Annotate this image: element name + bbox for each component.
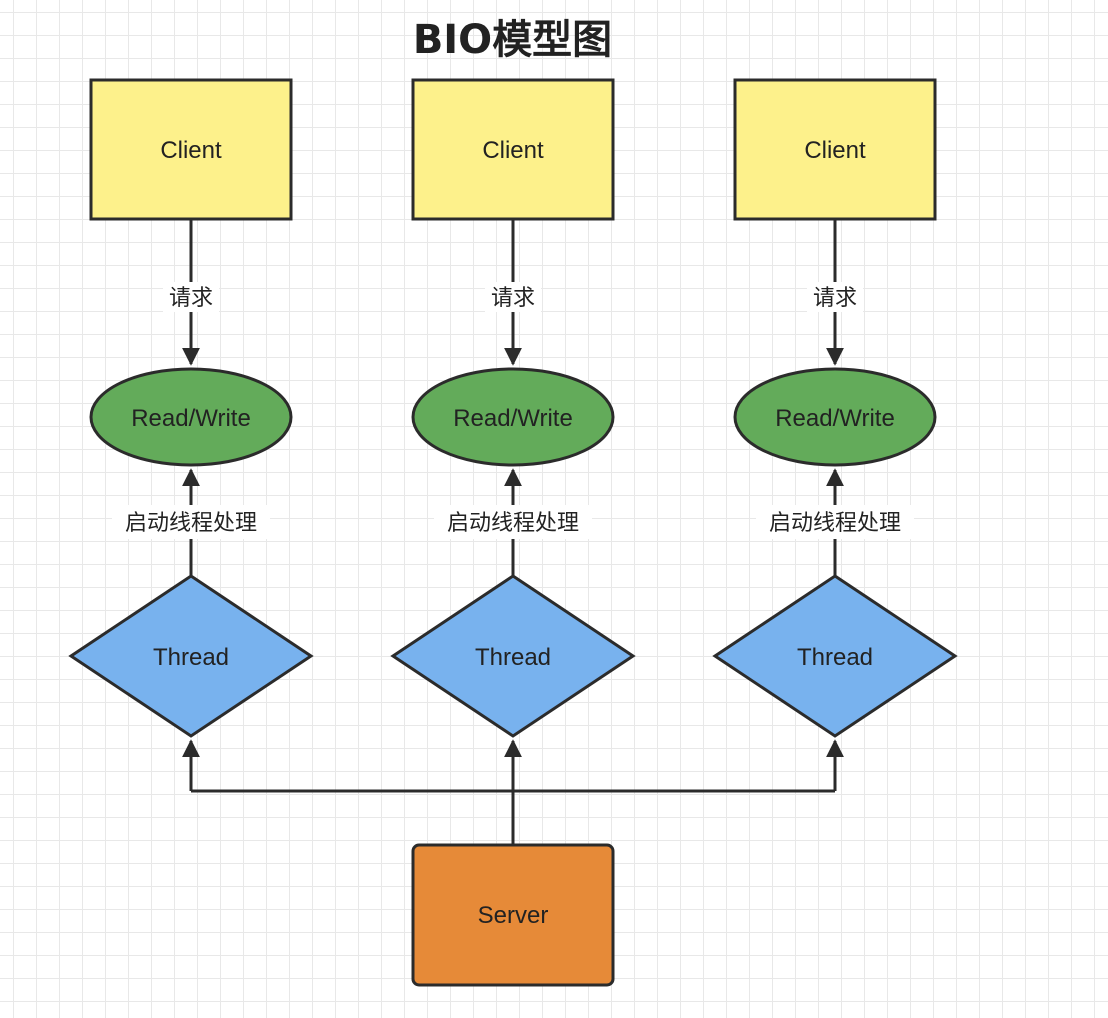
thread-label: Thread (797, 644, 873, 671)
thread-start-label-bg (112, 505, 270, 539)
column-3: Client 请求 Read/Write 启动线程处理 Thread (712, 78, 958, 738)
client-label: Client (804, 137, 866, 164)
thread-start-label: 启动线程处理 (769, 511, 901, 536)
diagram-title: BIO模型图 (412, 17, 613, 63)
readwrite-label: Read/Write (131, 405, 251, 432)
request-label-bg (807, 282, 863, 312)
thread-diamond[interactable] (390, 574, 636, 738)
client-label: Client (482, 137, 544, 164)
thread-start-label-bg (756, 505, 914, 539)
server-node: Server (411, 843, 615, 987)
thread-label: Thread (475, 644, 551, 671)
client-box[interactable] (89, 78, 293, 221)
thread-start-label: 启动线程处理 (125, 511, 257, 536)
server-label: Server (478, 902, 549, 929)
request-label: 请求 (813, 286, 857, 311)
column-2: Client 请求 Read/Write 启动线程处理 Thread (390, 78, 636, 738)
thread-start-label: 启动线程处理 (447, 511, 579, 536)
request-label-bg (163, 282, 219, 312)
thread-label: Thread (153, 644, 229, 671)
thread-diamond[interactable] (68, 574, 314, 738)
request-label: 请求 (491, 286, 535, 311)
request-label: 请求 (169, 286, 213, 311)
readwrite-ellipse[interactable] (89, 367, 293, 467)
thread-start-label-bg (434, 505, 592, 539)
client-box[interactable] (733, 78, 937, 221)
client-box[interactable] (411, 78, 615, 221)
server-connectors (182, 739, 844, 845)
readwrite-ellipse[interactable] (411, 367, 615, 467)
readwrite-label: Read/Write (775, 405, 895, 432)
client-label: Client (160, 137, 222, 164)
thread-diamond[interactable] (712, 574, 958, 738)
column-1: Client 请求 Read/Write 启动线程处理 Thread (68, 78, 314, 738)
server-box[interactable] (411, 843, 615, 987)
readwrite-ellipse[interactable] (733, 367, 937, 467)
readwrite-label: Read/Write (453, 405, 573, 432)
request-label-bg (485, 282, 541, 312)
